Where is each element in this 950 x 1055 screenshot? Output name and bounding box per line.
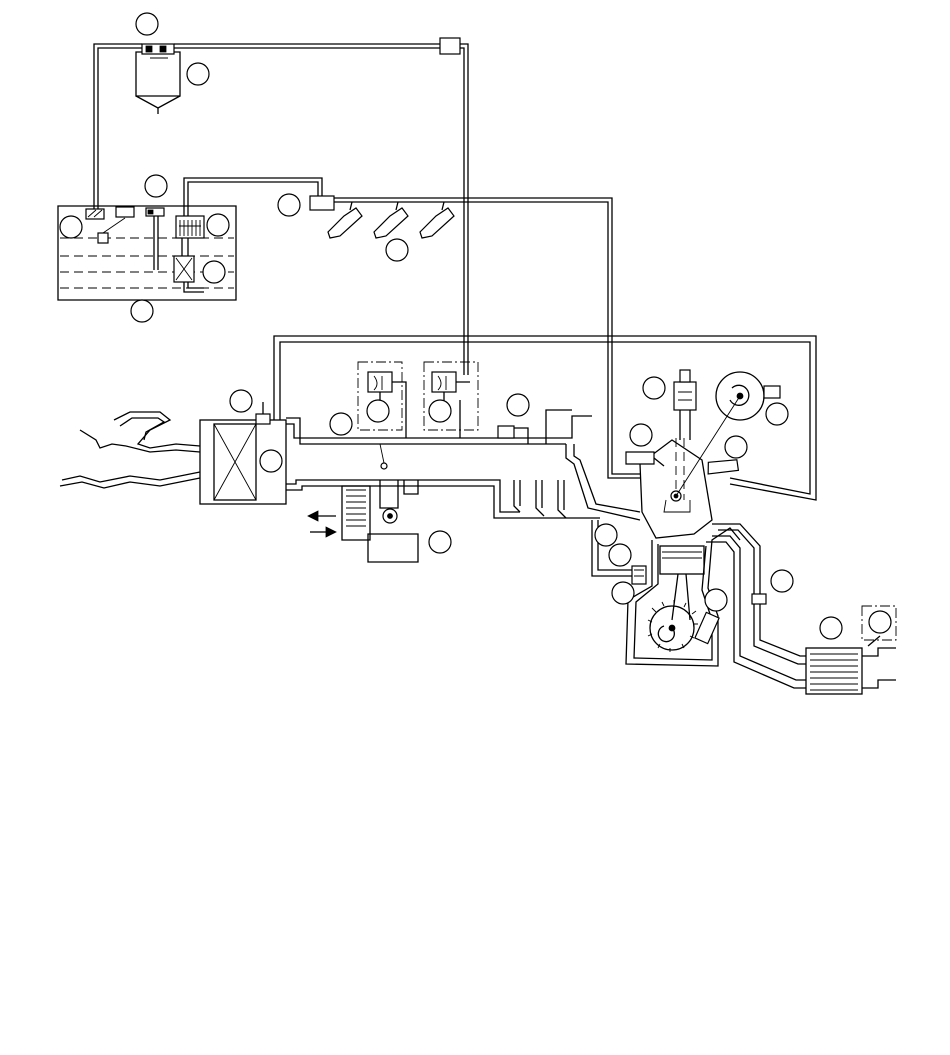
rollover-valve <box>85 208 105 220</box>
piston <box>659 545 705 575</box>
coolant-arrows <box>307 510 337 538</box>
fuel-supply-line <box>183 177 323 216</box>
fuel-injectors <box>327 201 455 239</box>
callout-c3 <box>144 174 168 198</box>
callout-c14 <box>329 412 353 436</box>
vapor-lines <box>93 37 469 375</box>
fuel-level-float <box>97 232 109 244</box>
exhaust-side-injector <box>625 451 740 475</box>
idle-air-control-valve <box>497 409 572 444</box>
callout-c6 <box>206 213 230 237</box>
charcoal-canister <box>135 43 181 114</box>
callout-c15 <box>259 449 283 473</box>
fuel-pump <box>173 215 205 293</box>
pressure-sensor-2 <box>423 361 479 438</box>
callout-c13 <box>428 399 452 423</box>
callout-c24 <box>611 581 635 605</box>
callout-c20 <box>428 530 452 554</box>
callout-c18 <box>629 423 653 447</box>
oxygen-sensor <box>751 593 767 605</box>
callout-c4 <box>277 193 301 217</box>
callout-c11 <box>506 393 530 417</box>
callout-c7 <box>385 238 409 262</box>
pressure-sensor-1 <box>357 361 407 438</box>
callout-c8 <box>202 260 226 284</box>
callout-c10 <box>229 389 253 413</box>
air-cleaner <box>199 419 287 505</box>
air-intake-duct <box>59 411 201 489</box>
callout-c17 <box>765 402 789 426</box>
cylinder-head <box>639 395 741 539</box>
callout-c25 <box>704 588 728 612</box>
fuel-tank <box>57 205 237 301</box>
crankshaft-position-sensor <box>647 600 720 652</box>
callout-c2 <box>186 62 210 86</box>
injector-1 <box>327 201 363 239</box>
callout-c12 <box>366 399 390 423</box>
injector-3 <box>419 201 455 239</box>
callout-c21 <box>594 523 618 547</box>
injector-2 <box>373 201 409 239</box>
callout-c9 <box>130 299 154 323</box>
callout-labels <box>59 12 892 640</box>
callout-c5 <box>59 215 83 239</box>
intake-air-temp-sensor <box>255 413 271 425</box>
catalytic-converter <box>805 605 897 695</box>
vacuum-hose-loop <box>273 335 817 501</box>
throttle-body <box>341 443 419 563</box>
fuel-rail <box>309 195 640 479</box>
exhaust-manifold <box>706 523 806 689</box>
callout-c22 <box>608 543 632 567</box>
callout-c16 <box>642 376 666 400</box>
engine-block <box>625 527 741 667</box>
intake-runners <box>513 444 641 521</box>
camshaft-sensor <box>715 371 781 421</box>
ignition-coil <box>673 369 697 440</box>
intake-manifold <box>255 402 600 519</box>
callout-c26 <box>819 616 843 640</box>
callout-c19 <box>724 435 748 459</box>
callout-c27 <box>868 610 892 634</box>
purge-control-valve <box>439 37 461 55</box>
callout-c1 <box>135 12 159 36</box>
callout-c23 <box>770 569 794 593</box>
